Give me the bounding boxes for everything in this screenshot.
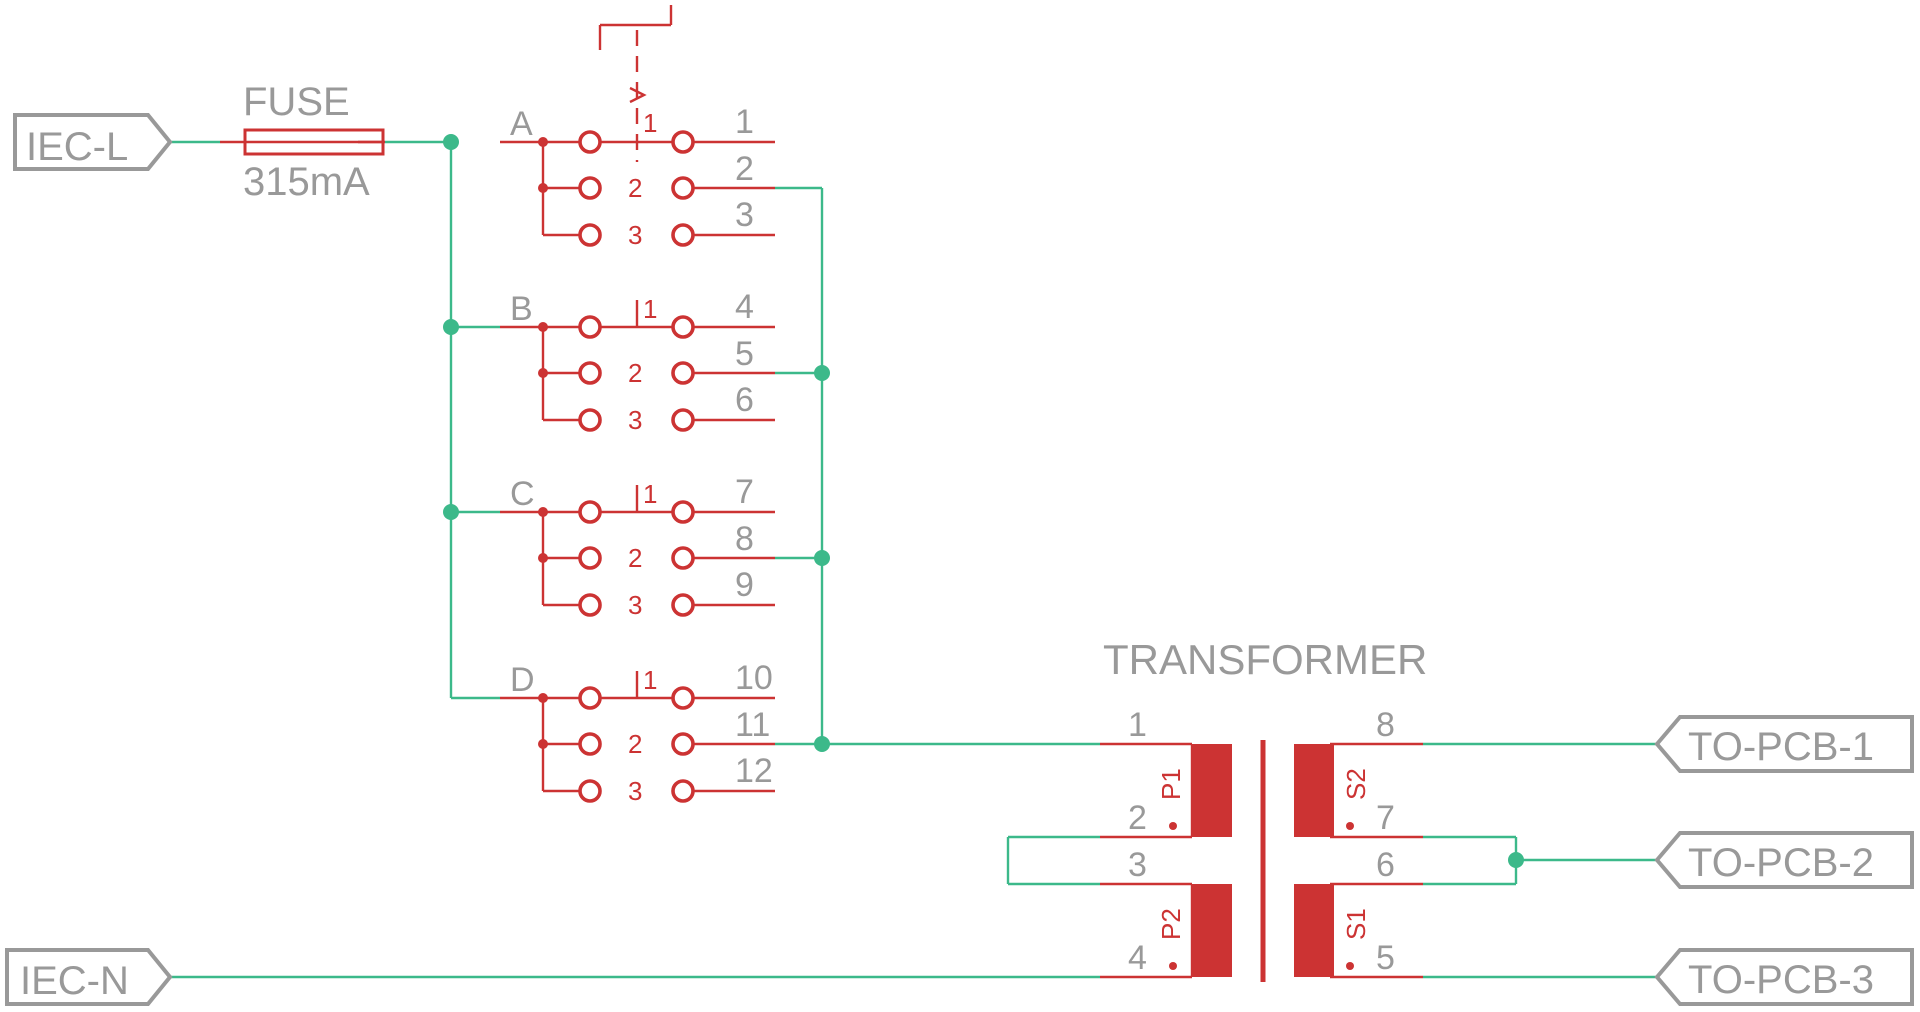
transformer-pin-2: 2: [1128, 799, 1147, 837]
switch-pole-d: D 1 2 3 10 11 12: [500, 659, 775, 806]
rotary-switch: A 1 2 3 1 2 3 B: [500, 5, 775, 806]
polarity-dot: [1169, 962, 1177, 970]
terminal-11-label: 11: [735, 706, 770, 744]
junctions: [443, 134, 1524, 868]
transformer: TRANSFORMER P1 P2 S2 S1 1 2: [1100, 636, 1427, 982]
pole-d-position-2: 2: [628, 729, 642, 759]
pole-c-position-1: 1: [643, 479, 657, 509]
junction-dot: [814, 365, 830, 381]
wires: [170, 140, 1657, 979]
fuse-value-label: 315mA: [243, 160, 370, 204]
pole-b-position-1: 1: [643, 294, 657, 324]
fuse-name-label: FUSE: [243, 80, 350, 124]
junction-dot: [1508, 852, 1524, 868]
transformer-title: TRANSFORMER: [1103, 636, 1427, 683]
winding-s2-label: S2: [1341, 768, 1371, 800]
port-iec-n: IEC-N: [5, 948, 173, 1006]
transformer-pin-3: 3: [1128, 846, 1147, 884]
port-to-pcb-3-label: TO-PCB-3: [1688, 958, 1874, 1002]
terminal-1-label: 1: [735, 103, 754, 141]
terminal-12-label: 12: [735, 752, 773, 790]
pole-a-position-2: 2: [628, 173, 642, 203]
pole-a-position-1: 1: [643, 108, 657, 138]
terminal-3-label: 3: [735, 196, 754, 234]
pole-b-position-2: 2: [628, 358, 642, 388]
port-iec-n-label: IEC-N: [20, 959, 129, 1003]
port-to-pcb-2: TO-PCB-2: [1654, 831, 1914, 889]
pole-a-letter: A: [510, 105, 533, 143]
terminal-5-label: 5: [735, 335, 754, 373]
terminal-2-label: 2: [735, 150, 754, 188]
pole-d-position-3: 3: [628, 776, 642, 806]
junction-dot: [443, 319, 459, 335]
switch-pole-c: C 1 2 3 7 8 9: [500, 473, 775, 620]
junction-dot: [443, 504, 459, 520]
pole-c-letter: C: [510, 475, 535, 513]
transformer-pin-5: 5: [1376, 939, 1395, 977]
pole-d-letter: D: [510, 661, 535, 699]
port-to-pcb-1: TO-PCB-1: [1654, 715, 1914, 773]
polarity-dot: [1346, 962, 1354, 970]
fuse: FUSE 315mA: [220, 80, 385, 204]
terminal-4-label: 4: [735, 288, 754, 326]
winding-s1-label: S1: [1341, 908, 1371, 940]
pole-b-position-3: 3: [628, 405, 642, 435]
polarity-dot: [1169, 822, 1177, 830]
terminal-8-label: 8: [735, 520, 754, 558]
transformer-pin-6: 6: [1376, 846, 1395, 884]
terminal-6-label: 6: [735, 381, 754, 419]
port-to-pcb-2-label: TO-PCB-2: [1688, 841, 1874, 885]
winding-p2-label: P2: [1156, 908, 1186, 940]
transformer-pin-8: 8: [1376, 706, 1395, 744]
switch-pole-b: B 1 2 3 4 5 6: [500, 288, 775, 435]
switch-actuator-icon: [598, 5, 673, 162]
junction-dot: [443, 134, 459, 150]
pole-d-position-1: 1: [643, 665, 657, 695]
polarity-dot: [1346, 822, 1354, 830]
transformer-pin-1: 1: [1128, 706, 1147, 744]
terminal-10-label: 10: [735, 659, 773, 697]
switch-pole-a: A 1 2 3 1 2 3: [500, 103, 775, 250]
pole-a-position-3: 3: [628, 220, 642, 250]
winding-s2: [1294, 744, 1334, 837]
winding-p1: [1192, 744, 1232, 837]
winding-s1: [1294, 884, 1334, 977]
terminal-9-label: 9: [735, 566, 754, 604]
pole-b-letter: B: [510, 290, 533, 328]
transformer-pin-4: 4: [1128, 939, 1147, 977]
pole-c-position-2: 2: [628, 543, 642, 573]
terminal-7-label: 7: [735, 473, 754, 511]
junction-dot: [814, 550, 830, 566]
port-to-pcb-1-label: TO-PCB-1: [1688, 725, 1874, 769]
junction-dot: [814, 736, 830, 752]
port-iec-l-label: IEC-L: [26, 125, 128, 169]
port-to-pcb-3: TO-PCB-3: [1654, 948, 1914, 1006]
winding-p2: [1192, 884, 1232, 977]
pole-c-position-3: 3: [628, 590, 642, 620]
port-iec-l: IEC-L: [13, 113, 173, 171]
winding-p1-label: P1: [1156, 768, 1186, 800]
transformer-pin-7: 7: [1376, 799, 1395, 837]
